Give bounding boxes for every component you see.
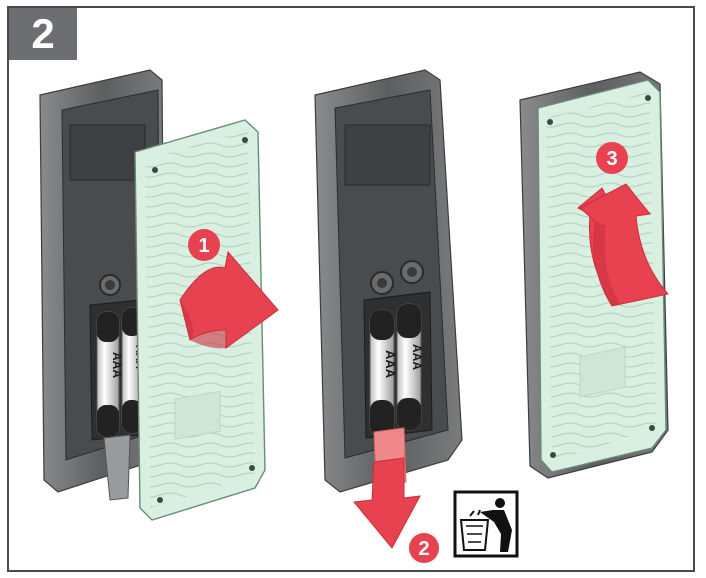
trash-bin-disposal-icon bbox=[455, 492, 517, 556]
action-3-number: 3 bbox=[606, 148, 617, 170]
pull-tab bbox=[104, 435, 130, 500]
device-2-open: AAA AAA bbox=[315, 70, 462, 492]
battery-3-label: AAA bbox=[383, 350, 398, 379]
action-2-number: 2 bbox=[418, 538, 429, 560]
battery-3: AAA bbox=[370, 310, 398, 436]
action-1-number: 1 bbox=[198, 235, 209, 257]
battery-4-label: AAA bbox=[410, 344, 424, 370]
device-1-upper-recess bbox=[70, 125, 145, 180]
device-2-upper-recess bbox=[345, 125, 430, 185]
battery-4: AAA bbox=[397, 304, 424, 430]
